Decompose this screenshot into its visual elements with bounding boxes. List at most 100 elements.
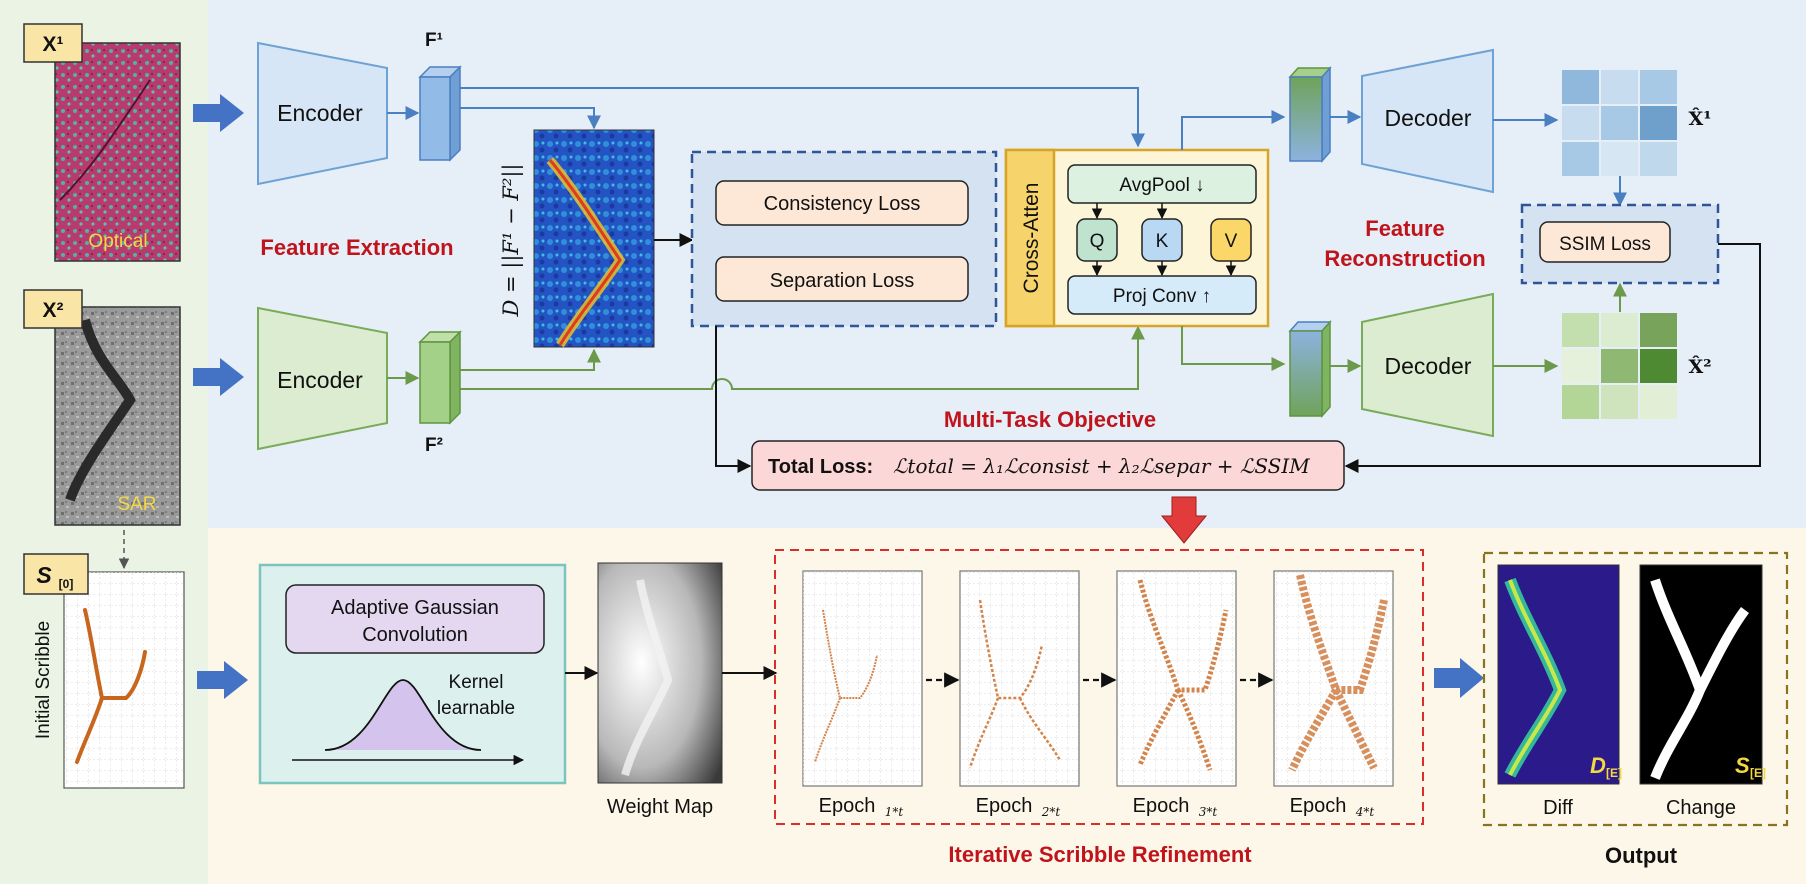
kernel-label-line1: Kernel	[449, 672, 504, 693]
agc-title-box	[285, 584, 545, 654]
optical-caption: Optical	[88, 231, 147, 252]
change-tag-sub: [E]	[1750, 766, 1766, 780]
avgpool-label: AvgPool ↓	[1119, 175, 1204, 196]
xhat2-label: X̂²	[1688, 356, 1711, 378]
separation-loss-box	[715, 256, 969, 302]
optical-image	[54, 42, 181, 262]
f2-bar-side	[449, 330, 461, 425]
s0-subscript: [0]	[59, 577, 74, 591]
multi-task-objective-title: Multi-Task Objective	[944, 407, 1156, 432]
initial-scribble-label: Initial Scribble	[33, 621, 54, 739]
epoch-3-label: Epoch	[1133, 795, 1190, 817]
agc-title-line1: Adaptive Gaussian	[331, 597, 499, 619]
cross-attention-title-bar	[1004, 148, 1056, 328]
sar-river	[65, 318, 136, 502]
refinement-box	[774, 549, 1424, 825]
epoch-panel-1	[802, 570, 923, 787]
epoch-panel-3	[1116, 570, 1237, 787]
decoder-bottom-label: Decoder	[1385, 353, 1472, 379]
f2-label: F²	[425, 435, 443, 456]
x1-label: X¹	[43, 33, 64, 56]
q-label: Q	[1090, 231, 1105, 252]
change-output-river	[1650, 578, 1750, 780]
crossatten-to-top-bar	[1181, 110, 1286, 150]
epoch-1-label: Epoch	[819, 795, 876, 817]
refinement-to-output-arrow	[1434, 658, 1484, 698]
consistency-loss-box	[715, 180, 969, 226]
change-tag: S	[1735, 753, 1750, 778]
change-caption: Change	[1666, 797, 1736, 819]
ssim-to-total-arrow	[1344, 243, 1761, 473]
x1-tag	[23, 23, 83, 63]
initial-scribble-path	[75, 608, 147, 764]
diff-heatmap-river-core	[548, 159, 622, 346]
diff-tag: D	[1590, 753, 1606, 778]
total-loss-formula: ℒtotal = λ₁ℒconsist + λ₂ℒsepar + ℒSSIM	[893, 454, 1310, 478]
recon-bottom-bar-side	[1321, 320, 1331, 418]
diff-output-river-core	[1508, 579, 1563, 776]
epoch-1-sub: 1*t	[885, 805, 904, 819]
encoder-top	[257, 41, 388, 186]
xhat1-label: X̂¹	[1688, 108, 1711, 130]
total-loss-box	[751, 440, 1345, 491]
input-arrow-scribble	[197, 661, 248, 699]
f1-to-crossatten-line	[460, 87, 1145, 148]
v-label: V	[1225, 231, 1238, 252]
f2-bar	[419, 341, 451, 424]
s0-tag	[23, 553, 89, 595]
input-arrow-sar	[193, 358, 244, 396]
feature-reconstruction-title-line2: Reconstruction	[1324, 246, 1485, 271]
sar-caption: SAR	[117, 494, 156, 515]
decoder-bottom	[1361, 292, 1494, 438]
weight-map-image	[597, 562, 723, 784]
f2-to-crossatten-line	[460, 325, 1145, 390]
xhat1-grid	[1562, 70, 1677, 176]
optical-river	[59, 79, 151, 201]
encoder-bottom-label: Encoder	[277, 367, 363, 393]
ssim-loss-label: SSIM Loss	[1559, 234, 1651, 255]
gaussian-fill	[330, 680, 476, 750]
epoch-panel-2	[959, 570, 1080, 787]
weight-map-ridge	[621, 579, 673, 777]
epoch-2-sub: 2*t	[1041, 805, 1061, 819]
ssim-loss-inner	[1539, 221, 1671, 263]
diff-tag-sub: [E]	[1606, 766, 1622, 780]
recon-top-bar	[1289, 76, 1323, 162]
epoch-3-sub: 3*t	[1199, 805, 1218, 819]
agc-title-line2: Convolution	[362, 624, 468, 646]
total-loss-prefix: Total Loss:	[768, 456, 873, 478]
f1-bar	[419, 76, 451, 161]
crossatten-to-bottom-bar	[1181, 326, 1286, 371]
cross-attention-title: Cross-Atten	[1020, 183, 1043, 294]
f1-to-diff-line	[460, 107, 601, 130]
proj-conv-label: Proj Conv ↑	[1113, 286, 1211, 307]
input-arrow-optical	[193, 94, 244, 132]
f1-bar-side	[449, 65, 461, 162]
kernel-label-line2: learnable	[437, 698, 515, 719]
f2-to-diff-line	[460, 348, 601, 371]
output-box	[1482, 551, 1789, 827]
xhat2-grid	[1562, 313, 1677, 419]
proj-conv-box	[1067, 275, 1257, 315]
diff-formula: D = ||F¹ − F²||	[499, 163, 524, 317]
epoch-4-label: Epoch	[1290, 795, 1347, 817]
s0-label: S	[36, 562, 52, 588]
recon-top-bar-side	[1321, 66, 1331, 163]
epoch-panel-4	[1273, 570, 1394, 787]
x2-label: X²	[43, 299, 64, 322]
encoder-bottom	[257, 306, 388, 451]
objective-down-arrow	[1160, 496, 1208, 544]
initial-scribble-grid	[64, 572, 184, 788]
diff-caption: Diff	[1543, 797, 1573, 819]
k-label: K	[1156, 231, 1169, 252]
recon-bottom-bar	[1289, 330, 1323, 417]
output-title: Output	[1605, 843, 1678, 868]
separation-loss-label: Separation Loss	[770, 270, 915, 292]
encoder-top-label: Encoder	[277, 100, 363, 126]
decoder-top	[1361, 48, 1494, 194]
f1-label: F¹	[425, 30, 443, 51]
losses-to-total-arrow	[715, 326, 752, 473]
feature-extraction-title: Feature Extraction	[260, 235, 453, 260]
x2-tag	[23, 289, 83, 329]
